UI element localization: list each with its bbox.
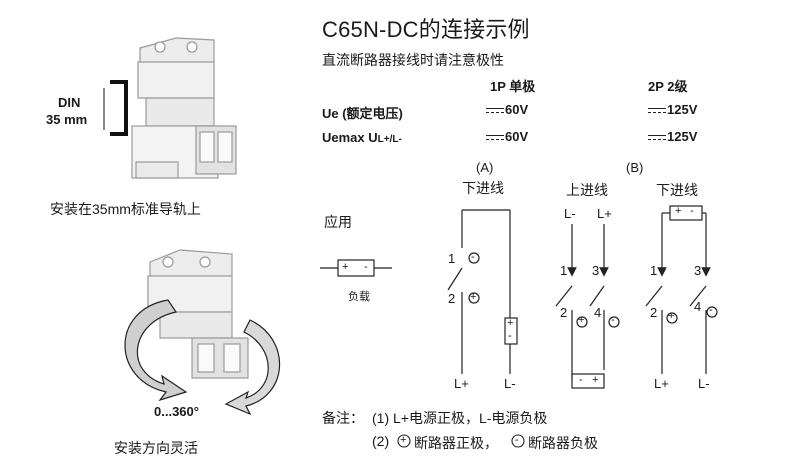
- b2-plus-sign: +: [668, 310, 675, 322]
- a-minus-sign: -: [471, 251, 475, 263]
- dc-symbol-icon: [648, 132, 666, 144]
- b2-l-plus: L+: [654, 376, 669, 391]
- breaker-on-din-rail-illustration: [103, 37, 237, 179]
- b1-minus-sign: -: [611, 314, 615, 326]
- b1-load-minus: -: [579, 374, 583, 386]
- angle-label: 0...360°: [154, 404, 199, 419]
- b1-terminal-2: 2: [560, 305, 568, 320]
- diagram-b2-title: 下进线: [656, 182, 698, 198]
- b1-l-plus: L+: [597, 206, 612, 221]
- col-header-1p: 1P 单极: [490, 79, 536, 94]
- breaker-rotation-illustration: [124, 249, 281, 416]
- a-terminal-1: 1: [448, 251, 456, 266]
- a-load-minus: -: [508, 330, 512, 342]
- load-minus: -: [364, 261, 368, 273]
- b2-terminal-4: 4: [694, 299, 702, 314]
- b1-plus-sign: +: [578, 314, 585, 326]
- dc-symbol-icon: [486, 105, 504, 117]
- note-2-minus-symbol: -: [515, 434, 519, 446]
- direction-caption: 安装方向灵活: [114, 440, 198, 456]
- load-symbol: [320, 259, 392, 277]
- b2-terminal-1: 1: [650, 263, 658, 278]
- diagram-b-label: (B): [626, 160, 644, 175]
- b1-terminal-4: 4: [594, 305, 602, 320]
- a-load-plus: +: [507, 317, 514, 329]
- b1-load-plus: +: [592, 374, 599, 386]
- application-label: 应用: [324, 214, 352, 230]
- diagram-b1-title: 上进线: [566, 182, 608, 198]
- diagram-b1-top-feed-2p: [555, 224, 620, 389]
- din-label: DIN: [58, 95, 81, 110]
- dc-symbol-icon: [486, 132, 504, 144]
- diagram-b2-bottom-feed-2p: [645, 205, 718, 374]
- load-label: 负载: [348, 291, 370, 303]
- note-1: (1) L+电源正极，L-电源负极: [372, 410, 548, 426]
- load-plus: +: [342, 261, 349, 273]
- dc-symbol-icon: [648, 105, 666, 117]
- note-2-prefix: (2): [372, 433, 390, 449]
- uemax-2p-value: 125V: [648, 129, 697, 144]
- col-header-2p: 2P 2级: [648, 79, 688, 94]
- diagram-a-title: 下进线: [462, 180, 504, 196]
- page-subtitle: 直流断路器接线时请注意极性: [322, 52, 504, 68]
- a-l-minus: L-: [504, 376, 516, 391]
- a-plus-sign: +: [470, 291, 477, 303]
- note-2-plus-symbol: +: [400, 434, 407, 446]
- b2-minus-sign: -: [709, 304, 713, 316]
- b1-terminal-1: 1: [560, 263, 568, 278]
- ue-1p-value: 60V: [486, 102, 528, 117]
- b2-terminal-3: 3: [694, 263, 702, 278]
- diagram-a-label: (A): [476, 160, 494, 175]
- b2-terminal-2: 2: [650, 305, 658, 320]
- note-2-minus-text: 断路器负极: [528, 435, 598, 451]
- notes-label: 备注：: [322, 410, 364, 426]
- a-terminal-2: 2: [448, 291, 456, 306]
- note-2-plus-text: 断路器正极，: [414, 435, 498, 451]
- ue-2p-value: 125V: [648, 102, 697, 117]
- din-size: 35 mm: [46, 112, 88, 127]
- ue-label: Ue (额定电压): [322, 106, 403, 121]
- plus-circle-icon: [397, 434, 411, 448]
- b2-l-minus: L-: [698, 376, 710, 391]
- minus-circle-icon: [511, 434, 525, 448]
- b2-load-plus: +: [675, 205, 682, 217]
- uemax-label: Uemax UL+/L-: [322, 130, 402, 145]
- b1-terminal-3: 3: [592, 263, 600, 278]
- diagram-a-bottom-feed-1p: [447, 209, 518, 374]
- b2-load-minus: -: [690, 205, 694, 217]
- page-title: C65N-DC的连接示例: [322, 17, 530, 42]
- uemax-1p-value: 60V: [486, 129, 528, 144]
- rail-caption: 安装在35mm标准导轨上: [50, 201, 201, 217]
- b1-l-minus: L-: [564, 206, 576, 221]
- a-l-plus: L+: [454, 376, 469, 391]
